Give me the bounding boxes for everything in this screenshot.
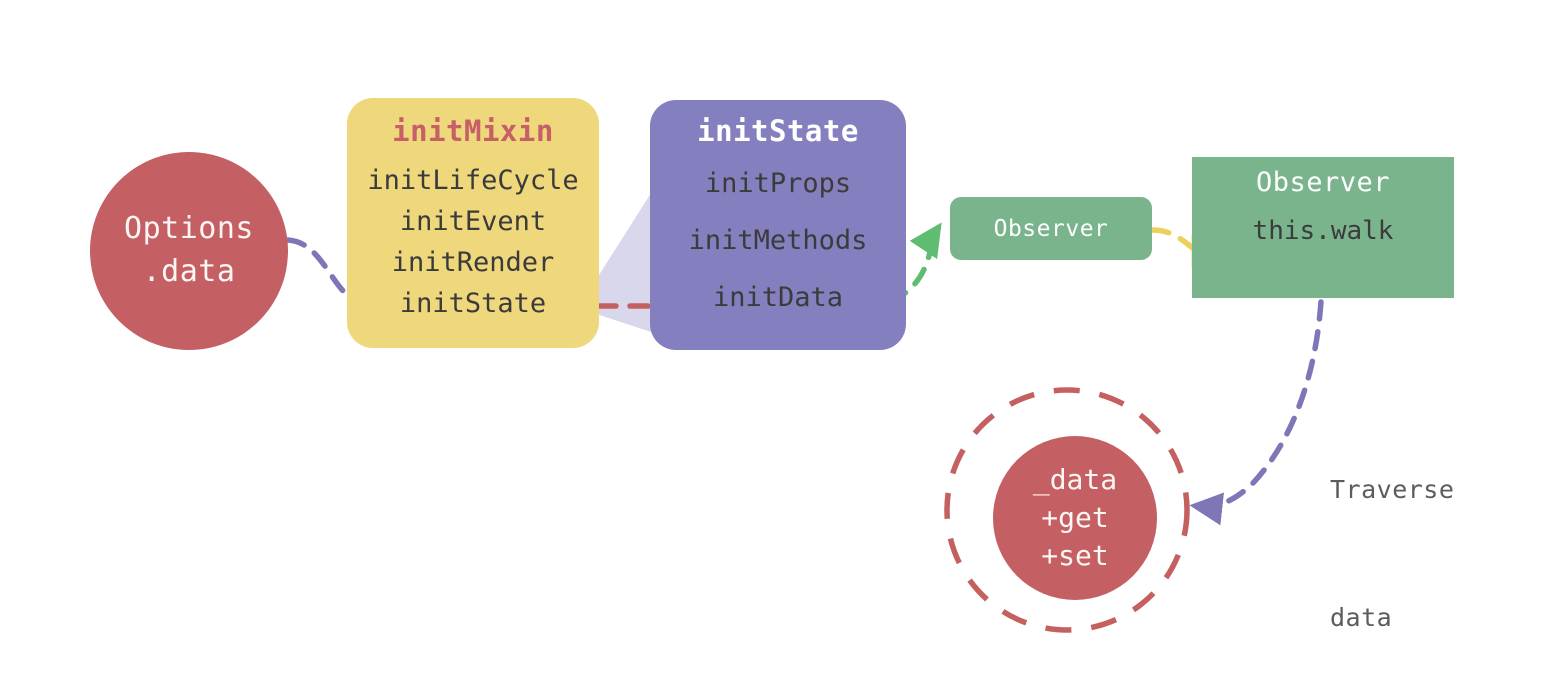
observer-large-title: Observer <box>1255 167 1391 198</box>
init-mixin-item-initlifecycle[interactable]: initLifeCycle <box>367 165 579 196</box>
node-observer-small[interactable]: Observer <box>950 197 1152 260</box>
observer-small-label: Observer <box>993 215 1109 242</box>
node-observer-large[interactable]: Observer this.walk <box>1192 157 1454 298</box>
init-state-item-initdata[interactable]: initData <box>712 282 844 313</box>
init-mixin-items: initLifeCycle initEvent initRender initS… <box>367 160 578 324</box>
node-options-data[interactable]: Options .data <box>90 152 288 350</box>
edge-label-traverse-data: Traverse data <box>1330 384 1454 695</box>
options-line-1: Options <box>124 211 254 247</box>
init-mixin-item-initevent[interactable]: initEvent <box>399 206 547 238</box>
node-data-circle[interactable]: _data +get +set <box>993 436 1157 600</box>
data-line-3: +set <box>1041 538 1109 572</box>
traverse-line-2: data <box>1330 602 1393 632</box>
init-state-title: initState <box>697 114 859 148</box>
node-init-state[interactable]: initState initProps initMethods initData <box>650 100 906 350</box>
init-mixin-title: initMixin <box>392 114 554 148</box>
init-state-items: initProps initMethods initData <box>689 168 868 313</box>
data-line-1: _data <box>1032 463 1118 497</box>
node-init-mixin[interactable]: initMixin initLifeCycle initEvent initRe… <box>347 98 599 348</box>
options-line-2: .data <box>142 254 236 289</box>
init-mixin-item-initrender[interactable]: initRender <box>391 247 555 279</box>
traverse-line-1: Traverse <box>1330 475 1455 504</box>
init-mixin-item-initstate[interactable]: initState <box>399 288 547 320</box>
data-line-2: +get <box>1041 501 1109 535</box>
init-state-item-initprops[interactable]: initProps <box>704 168 852 199</box>
observer-large-item-this-walk[interactable]: this.walk <box>1252 216 1394 246</box>
edge-thiswalk-to-data <box>1189 269 1325 526</box>
init-state-item-initmethods[interactable]: initMethods <box>688 225 868 256</box>
